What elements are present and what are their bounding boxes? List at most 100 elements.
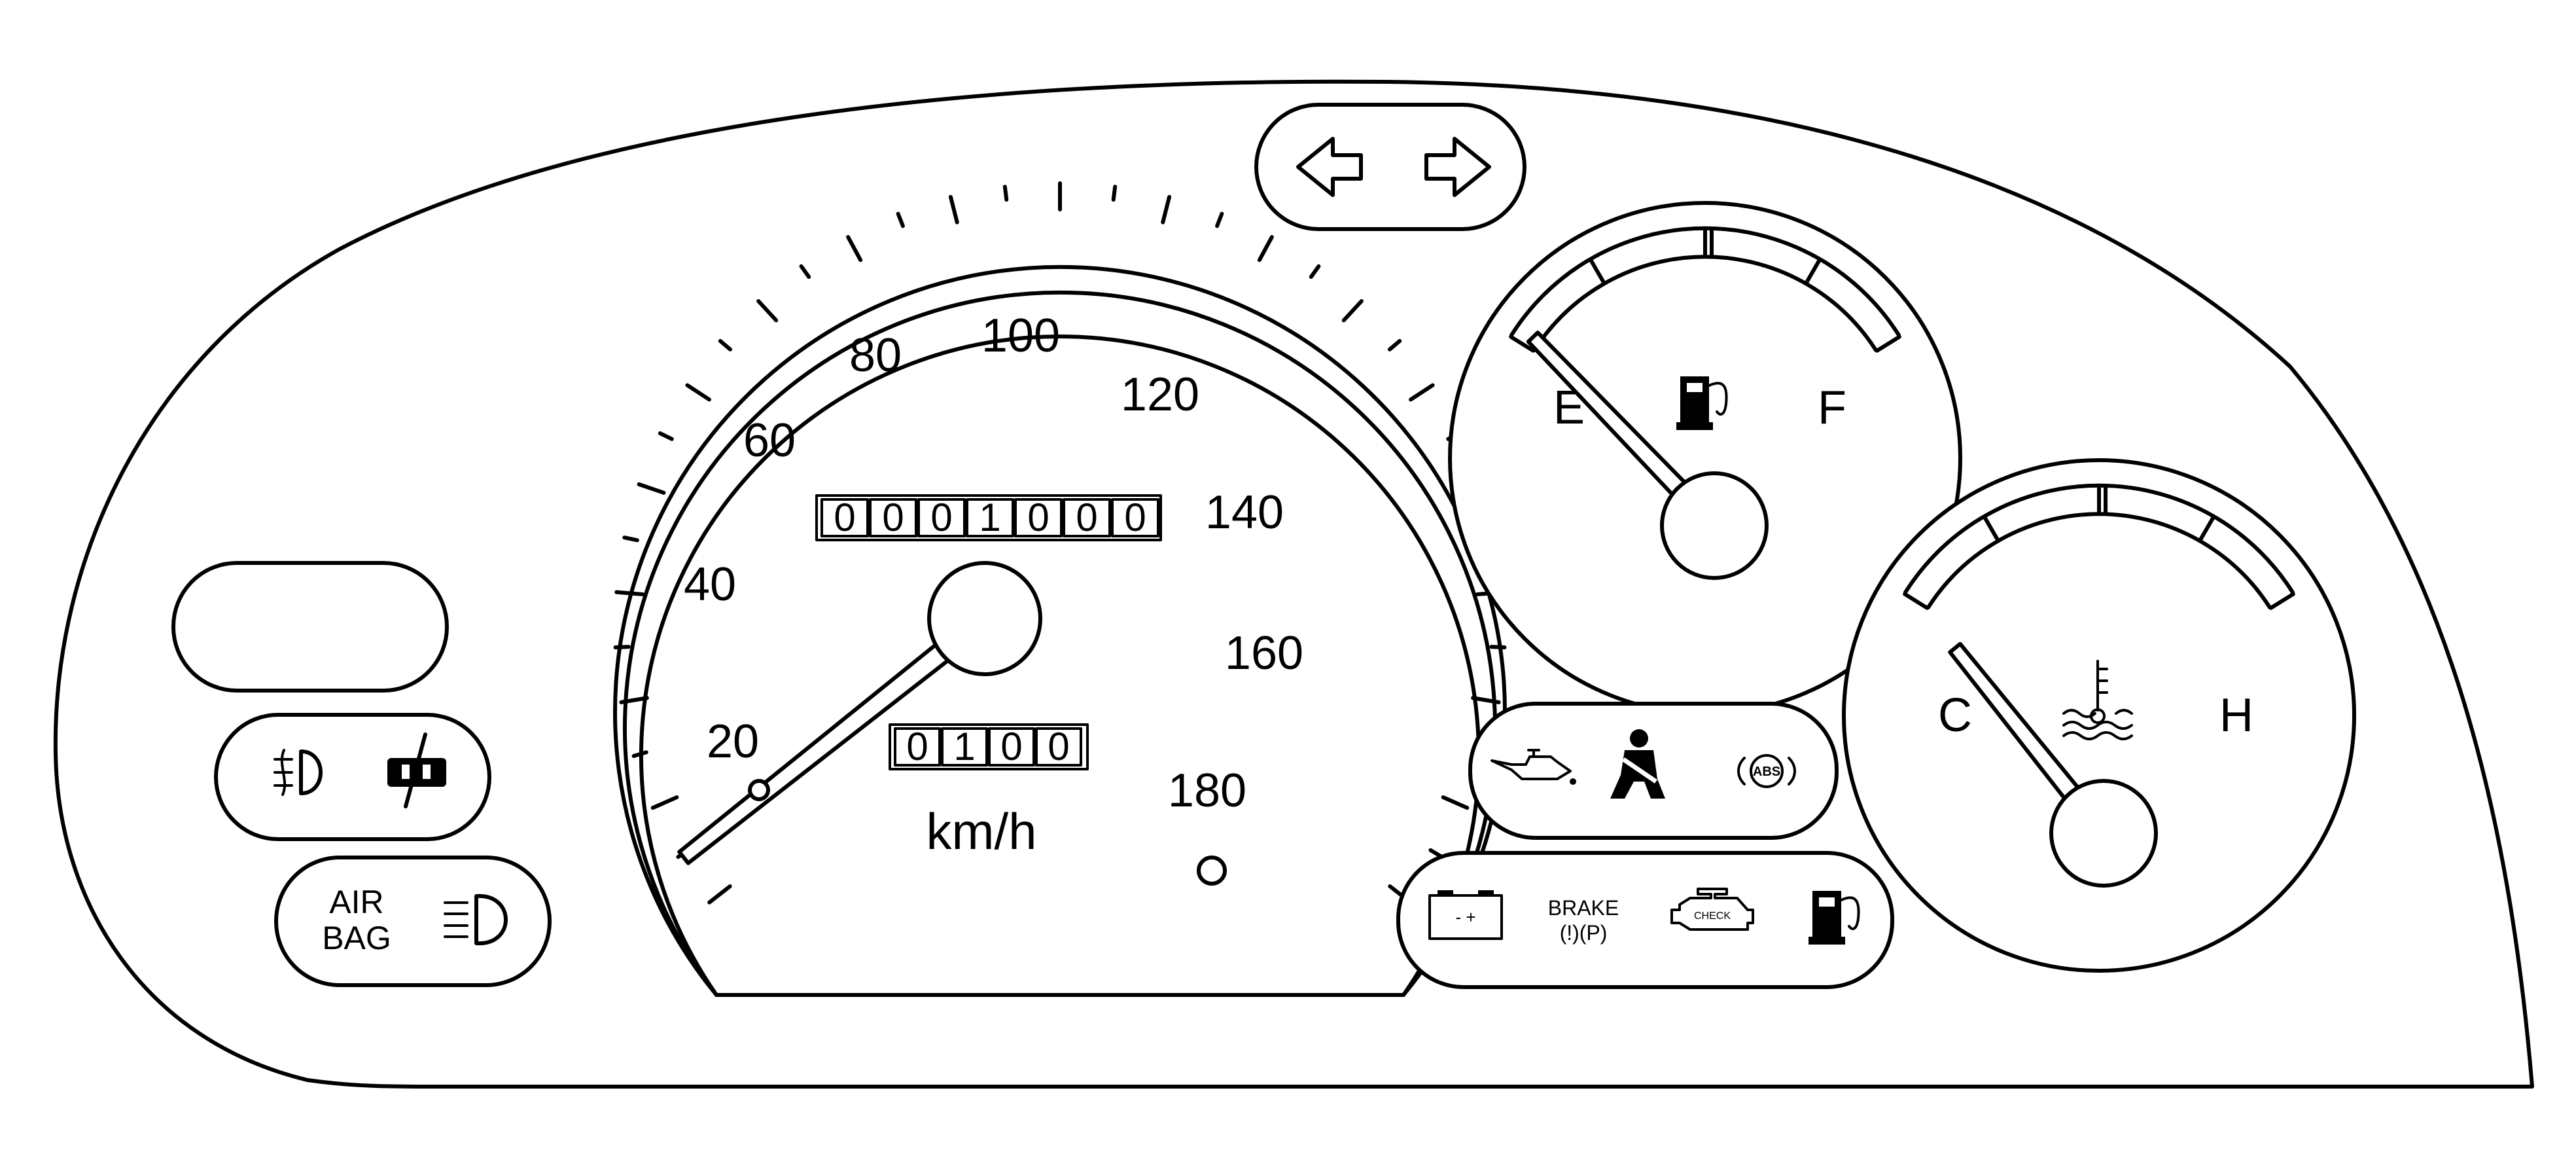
odometer-digit-cell bbox=[966, 498, 1014, 537]
gauge-tick bbox=[1509, 334, 1536, 353]
odometer-digit: 0 bbox=[930, 496, 952, 539]
speedometer-bezel-inner bbox=[623, 290, 1497, 997]
brake-label: BRAKE bbox=[1548, 896, 1619, 920]
speed-tick bbox=[1341, 298, 1364, 323]
fog-indicator-housing bbox=[214, 713, 491, 841]
warning-panel-bottom: - + BRAKE (!)(P) CHECK bbox=[1396, 851, 1894, 989]
odometer-digit: 0 bbox=[834, 496, 855, 539]
brake-symbols: (!)(P) bbox=[1560, 921, 1608, 945]
odometer-digit: 0 bbox=[1027, 496, 1049, 539]
trip-digit-cell bbox=[988, 727, 1035, 767]
speed-tick bbox=[846, 235, 863, 262]
speed-tick bbox=[1161, 194, 1172, 225]
abs-icon: ABS bbox=[1737, 754, 1796, 788]
speed-label-100: 100 bbox=[981, 310, 1060, 362]
airbag-indicator-pill: AIR BAG bbox=[274, 856, 552, 987]
temp-gauge-hub bbox=[2049, 779, 2158, 888]
warning-panel-top: ABS bbox=[1468, 702, 1839, 840]
battery-icon-text: - + bbox=[1455, 907, 1475, 927]
speed-tick bbox=[1409, 383, 1435, 402]
trip-meter-frame bbox=[889, 723, 1089, 770]
speed-tick bbox=[1387, 338, 1402, 352]
speed-label-120: 120 bbox=[1121, 369, 1199, 421]
odometer-digit-cell bbox=[1111, 498, 1159, 537]
fuel-low-icon bbox=[1808, 891, 1860, 945]
trip-digit-cell bbox=[941, 727, 988, 767]
check-engine-text: CHECK bbox=[1694, 911, 1731, 922]
speed-label-40: 40 bbox=[684, 558, 736, 611]
speed-label-80: 80 bbox=[849, 329, 902, 382]
turn-signal-housing bbox=[1254, 103, 1526, 231]
airbag-indicator-housing bbox=[274, 856, 552, 987]
odometer-digit-cell bbox=[869, 498, 917, 537]
speed-label-160: 160 bbox=[1225, 627, 1303, 679]
speed-tick bbox=[1257, 235, 1274, 262]
speed-tick bbox=[1471, 696, 1501, 704]
speedometer-scale-labels: 20 40 60 80 100 120 140 160 180 bbox=[684, 310, 1303, 817]
speedometer-dial-face bbox=[639, 334, 1481, 997]
fuel-gauge: E F bbox=[1448, 201, 1962, 715]
abs-icon-text: ABS bbox=[1753, 765, 1780, 779]
fuel-full-label: F bbox=[1818, 382, 1846, 434]
speed-tick bbox=[658, 431, 674, 441]
odometer-digit: 0 bbox=[1076, 496, 1097, 539]
fuel-gauge-ticks bbox=[1509, 227, 1901, 353]
needle-stop-pin bbox=[748, 779, 770, 801]
speedometer-needle-hub bbox=[927, 561, 1042, 676]
trip-digit: 0 bbox=[906, 725, 928, 768]
speed-label-140: 140 bbox=[1205, 486, 1284, 539]
odometer-frame bbox=[815, 494, 1162, 541]
speed-tick bbox=[1111, 185, 1118, 202]
odometer-digit: 0 bbox=[882, 496, 904, 539]
cluster-housing-outline bbox=[53, 79, 2534, 1089]
odometer-reset-knob[interactable] bbox=[1197, 856, 1227, 886]
check-engine-icon: CHECK bbox=[1670, 888, 1754, 931]
blank-display-window bbox=[171, 561, 449, 693]
gauge-tick bbox=[1589, 257, 1606, 285]
temp-gauge-face bbox=[1842, 458, 2356, 973]
left-arrow-icon bbox=[1296, 137, 1363, 197]
odometer-digit-cell bbox=[1014, 498, 1063, 537]
gauge-tick bbox=[2198, 514, 2215, 542]
gauge-tick bbox=[1805, 257, 1822, 285]
speed-label-180: 180 bbox=[1168, 765, 1246, 817]
temp-gauge-ticks bbox=[1903, 484, 2295, 610]
speed-label-60: 60 bbox=[743, 414, 796, 467]
headlight-high-beam-icon bbox=[444, 893, 508, 946]
thermometer-coolant-icon bbox=[2062, 660, 2133, 740]
speed-tick bbox=[948, 194, 959, 225]
temp-hot-label: H bbox=[2219, 689, 2253, 742]
fuel-gauge-hub bbox=[1660, 471, 1769, 580]
speed-tick bbox=[799, 264, 811, 280]
speed-tick bbox=[1441, 795, 1470, 810]
battery-icon: - + bbox=[1428, 890, 1503, 940]
speed-tick bbox=[707, 884, 732, 905]
speed-tick bbox=[614, 590, 645, 596]
speed-tick bbox=[685, 383, 711, 402]
fog-light-indicator-pill bbox=[214, 713, 491, 841]
speed-tick bbox=[896, 211, 905, 228]
odometer-digit-cell bbox=[1063, 498, 1111, 537]
speed-unit-label: km/h bbox=[926, 803, 1036, 860]
lamp-off-icon bbox=[387, 732, 446, 808]
speed-tick bbox=[619, 696, 649, 704]
trip-digit: 0 bbox=[1000, 725, 1022, 768]
right-arrow-icon bbox=[1424, 137, 1491, 197]
speed-tick bbox=[631, 750, 648, 759]
odometer-digit-cell bbox=[917, 498, 966, 537]
speed-tick bbox=[1002, 185, 1009, 202]
gauge-tick bbox=[1875, 334, 1901, 353]
trip-digit: 0 bbox=[1048, 725, 1069, 768]
seatbelt-icon bbox=[1610, 729, 1665, 799]
airbag-label-line2: BAG bbox=[322, 920, 391, 956]
warning-panel-bottom-housing bbox=[1396, 851, 1894, 989]
turn-signal-indicator bbox=[1254, 103, 1526, 231]
speed-tick bbox=[718, 338, 733, 352]
speed-tick bbox=[1215, 211, 1224, 228]
gauge-tick bbox=[1903, 592, 1930, 610]
odometer-digit: 0 bbox=[1124, 496, 1146, 539]
